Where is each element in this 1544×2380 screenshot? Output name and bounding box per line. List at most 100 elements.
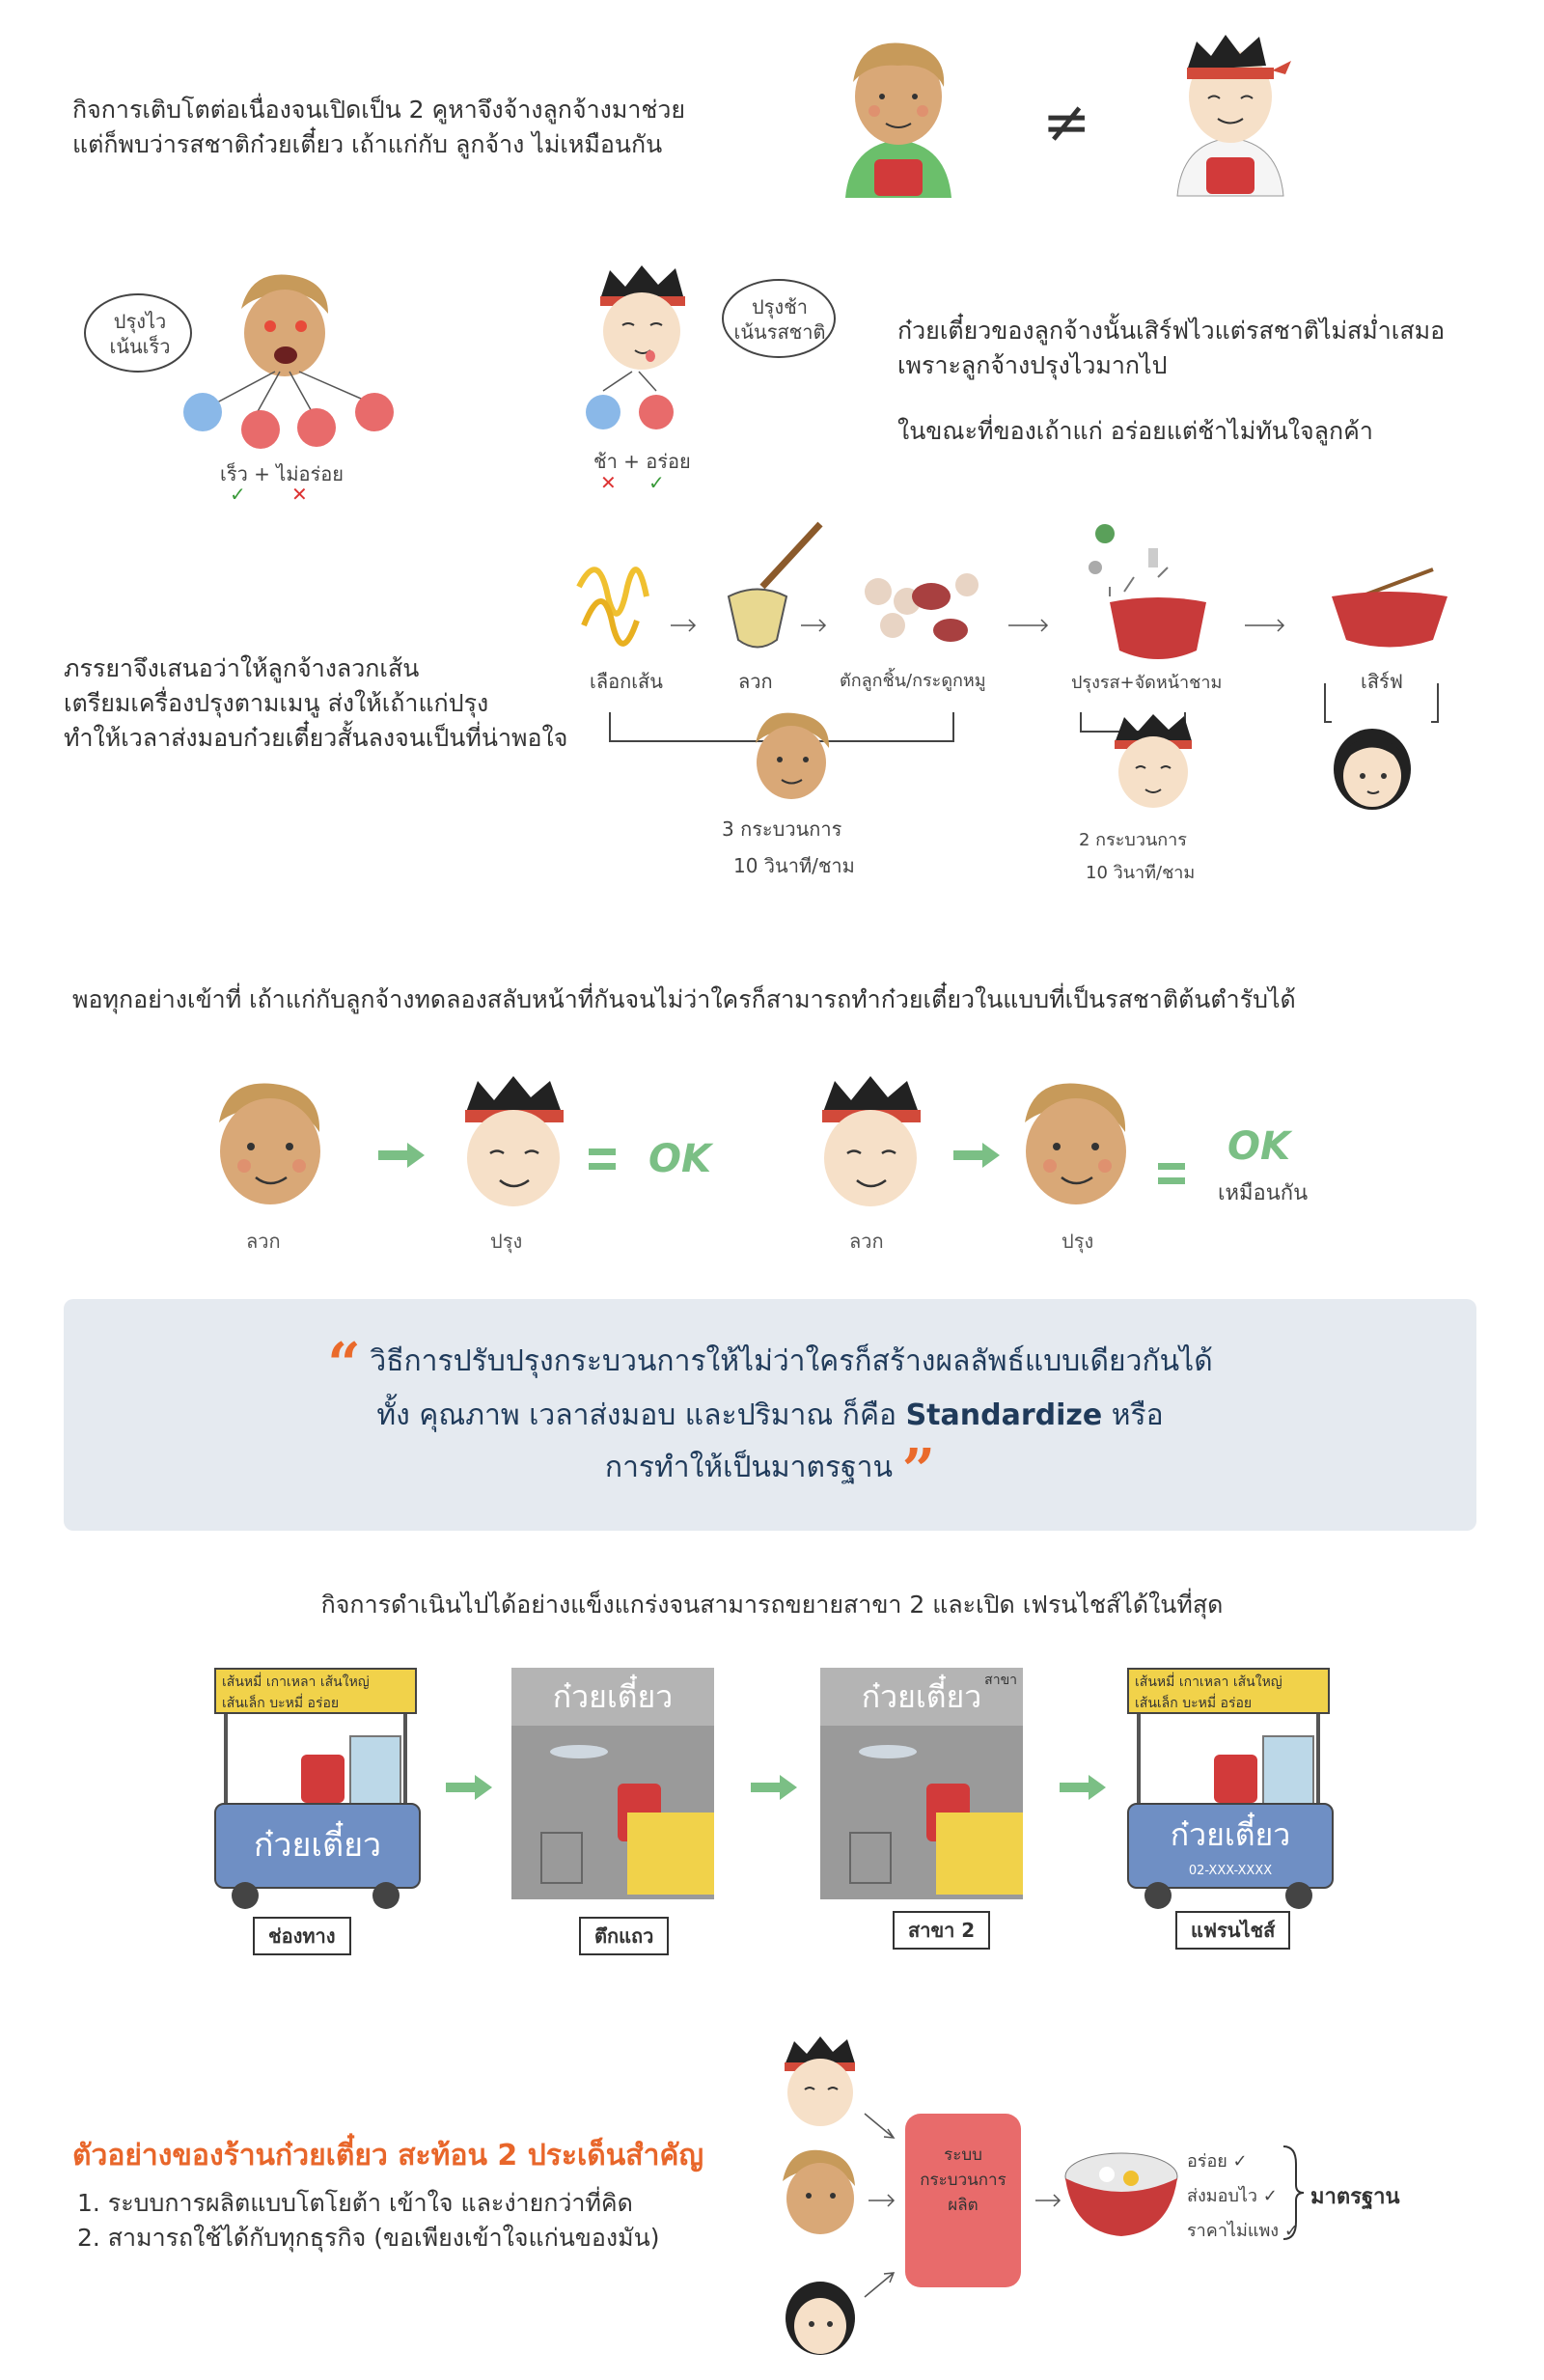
ok-label-2: OK bbox=[1227, 1124, 1290, 1169]
swap-label-2b: ปรุง bbox=[1062, 1230, 1094, 1253]
worker-bubble-line-1: ปรุงช้า bbox=[751, 295, 808, 318]
cross-icon-2: ✕ bbox=[600, 471, 617, 494]
boss-angry-face-icon bbox=[241, 274, 328, 376]
desc-line-1: ก๋วยเตี๋ยวของลูกจ้างนั้นเสิร์ฟไวแต่รสชาต… bbox=[897, 317, 1446, 345]
franchise-menu-item: เกาเหลา bbox=[1178, 1674, 1229, 1690]
cart-menu-item: เส้นใหญ่ bbox=[319, 1674, 370, 1690]
franchise-sign: ก๋วยเตี๋ยว 02-XXX-XXXX bbox=[1127, 1803, 1334, 1889]
franchise-menu-board: เส้นหมี่ เกาเหลา เส้นใหญ่ เส้นเล็ก บะหมี… bbox=[1127, 1668, 1330, 1714]
franchise-cart-illustration: เส้นหมี่ เกาเหลา เส้นใหญ่ เส้นเล็ก บะหมี… bbox=[1127, 1668, 1334, 1909]
result-fast: ส่งมอบไว ✓ bbox=[1187, 2186, 1278, 2206]
worker-bubble-text: ปรุงช้า เน้นรสชาติ bbox=[731, 294, 828, 345]
system-box-line-3: ผลิต bbox=[948, 2196, 979, 2215]
served-bowl-icon bbox=[1332, 567, 1448, 648]
franchise-label: แฟรนไชส์ bbox=[1175, 1911, 1291, 1950]
open-quote-icon: “ bbox=[327, 1331, 361, 1398]
step-1-label: เลือกเส้น bbox=[590, 670, 663, 693]
boss-bubble-line-1: ปรุงไว bbox=[113, 310, 167, 333]
cart-menu-item: อร่อย bbox=[307, 1696, 340, 1711]
result-brace bbox=[1282, 2145, 1305, 2240]
boss-with-bowl-illustration bbox=[845, 42, 951, 198]
step-3-label: ตักลูกชิ้น/กระดูกหมู bbox=[840, 671, 986, 691]
worker-face-swap-icon-1 bbox=[465, 1076, 564, 1206]
step-5-label: เสิร์ฟ bbox=[1361, 670, 1403, 693]
swap-text: พอทุกอย่างเข้าที่ เถ้าแก่กับลูกจ้างทดลอง… bbox=[72, 985, 1296, 1013]
standardize-quote-box: “ วิธีการปรับปรุงกระบวนการให้ไม่ว่าใครก็… bbox=[64, 1299, 1476, 1531]
boss-bubble-line-2: เน้นเร็ว bbox=[109, 335, 171, 358]
shophouse-label: ตึกแถว bbox=[579, 1917, 670, 1955]
noodle-bowl-result-icon bbox=[1064, 2152, 1178, 2236]
solution-line-1: ภรรยาจึงเสนอว่าให้ลูกจ้างลวกเส้น bbox=[64, 654, 420, 682]
cross-icon: ✕ bbox=[291, 483, 308, 506]
desc-line-2: เพราะลูกจ้างปรุงไวมากไป bbox=[897, 351, 1168, 379]
solution-text: ภรรยาจึงเสนอว่าให้ลูกจ้างลวกเส้น เตรียมเ… bbox=[64, 651, 567, 756]
desc-line-3: ในขณะที่ของเถ้าแก่ อร่อยแต่ช้าไม่ทันใจลู… bbox=[897, 417, 1373, 445]
grouping-brackets bbox=[609, 683, 1439, 742]
solution-line-3: ทำให้เวลาส่งมอบก๋วยเตี๋ยวสั้นลงจนเป็นที่… bbox=[64, 724, 568, 752]
quote-line-2: ทั้ง คุณภาพ เวลาส่งมอบ และปริมาณ ก็คือ S… bbox=[64, 1392, 1476, 1440]
branch-2-illustration: ก๋วยเตี๋ยว สาขา bbox=[820, 1668, 1023, 1899]
group-1-processes: 3 กระบวนการ bbox=[722, 817, 842, 841]
franchise-phone: 02-XXX-XXXX bbox=[1188, 1864, 1273, 1878]
worker-bubble-line-2: เน้นรสชาติ bbox=[733, 320, 826, 344]
comparison-description: ก๋วยเตี๋ยวของลูกจ้างนั้นเสิร์ฟไวแต่รสชาต… bbox=[897, 314, 1445, 449]
quote-line-3-text: การทำให้เป็นมาตรฐาน bbox=[604, 1451, 894, 1484]
franchise-menu-item: เส้นใหญ่ bbox=[1232, 1674, 1282, 1690]
swap-label-1a: ลวก bbox=[246, 1230, 281, 1253]
system-box-text: ระบบ กระบวนการ ผลิต bbox=[905, 2143, 1021, 2218]
system-box-line-2: กระบวนการ bbox=[920, 2171, 1006, 2190]
franchise-menu-item: เส้นเล็ก bbox=[1135, 1696, 1178, 1711]
summary-title: ตัวอย่างของร้านก๋วยเตี๋ยว สะท้อน 2 ประเด… bbox=[72, 2139, 704, 2172]
not-equal-sign: ≠ bbox=[1042, 89, 1091, 156]
cart-sign: ก๋วยเตี๋ยว bbox=[214, 1803, 421, 1889]
branch-label: สาขา 2 bbox=[893, 1911, 991, 1950]
channel-label: ช่องทาง bbox=[253, 1917, 351, 1955]
expansion-title: กิจการดำเนินไปได้อย่างแข็งแกร่งจนสามารถข… bbox=[320, 1591, 1224, 1619]
boss-face-swap-icon-2 bbox=[1025, 1083, 1126, 1204]
shophouse-sign: ก๋วยเตี๋ยว bbox=[511, 1668, 714, 1726]
noodles-icon bbox=[576, 567, 649, 647]
shophouse-illustration: ก๋วยเตี๋ยว bbox=[511, 1668, 714, 1899]
meatballs-icon bbox=[865, 573, 979, 642]
cart-menu-board: เส้นหมี่ เกาเหลา เส้นใหญ่ เส้นเล็ก บะหมี… bbox=[214, 1668, 417, 1714]
green-arrow-icon-1 bbox=[378, 1143, 425, 1168]
cart-menu-item: เส้นหมี่ bbox=[222, 1674, 262, 1690]
step-2-label: ลวก bbox=[738, 670, 773, 693]
intro-text: กิจการเติบโตต่อเนื่องจนเปิดเป็น 2 คูหาจึ… bbox=[72, 93, 685, 162]
green-arrow-icon-3 bbox=[446, 1775, 492, 1800]
green-arrow-icon-4 bbox=[751, 1775, 797, 1800]
franchise-menu-item: เส้นหมี่ bbox=[1135, 1674, 1175, 1690]
result-cheap: ราคาไม่แพง ✓ bbox=[1187, 2221, 1299, 2241]
system-inputs-illustration bbox=[783, 2036, 1062, 2355]
group-2-time: 10 วินาที/ชาม bbox=[1086, 863, 1196, 883]
franchise-menu-item: อร่อย bbox=[1220, 1696, 1253, 1711]
street-cart-illustration: เส้นหมี่ เกาเหลา เส้นใหญ่ เส้นเล็ก บะหมี… bbox=[214, 1668, 421, 1909]
equals-sign-1 bbox=[589, 1148, 616, 1170]
worker-with-bowl-illustration bbox=[1176, 35, 1291, 197]
swap-label-2a: ลวก bbox=[849, 1230, 884, 1253]
boss-speech-bubble bbox=[84, 293, 192, 373]
franchise-sign-text: ก๋วยเตี๋ยว bbox=[1170, 1816, 1291, 1853]
group-2-processes: 2 กระบวนการ bbox=[1079, 830, 1187, 850]
worker-tasting-face-icon bbox=[600, 265, 685, 370]
summary-item-2: 2. สามารถใช้ได้กับทุกธุรกิจ (ขอเพียงเข้า… bbox=[77, 2224, 660, 2252]
check-icon-2: ✓ bbox=[648, 471, 665, 494]
boss-caption: เร็ว + ไม่อร่อย bbox=[220, 462, 345, 485]
result-tasty: อร่อย ✓ bbox=[1187, 2151, 1248, 2172]
solution-line-2: เตรียมเครื่องปรุงตามเมนู ส่งให้เถ้าแก่ปร… bbox=[64, 689, 489, 717]
summary-list: 1. ระบบการผลิตแบบโตโยต้า เข้าใจ และง่ายก… bbox=[77, 2186, 659, 2255]
step-4-label: ปรุงรส+จัดหน้าชาม bbox=[1071, 673, 1223, 693]
boss-bubble-text: ปรุงไว เน้นเร็ว bbox=[96, 309, 183, 359]
group-1-time: 10 วินาที/ชาม bbox=[733, 854, 855, 877]
seasoning-bowl-icon bbox=[1089, 524, 1206, 659]
boss-result-faces bbox=[183, 393, 394, 449]
green-arrow-icon-5 bbox=[1060, 1775, 1106, 1800]
branch-tag: สาขา bbox=[984, 1673, 1017, 1688]
boss-result-arrows bbox=[202, 371, 377, 416]
customer-girl-face-icon bbox=[1334, 729, 1411, 810]
process-flow-illustration bbox=[576, 521, 1448, 659]
cart-menu-item: เกาเหลา bbox=[265, 1674, 317, 1690]
worker-speech-bubble bbox=[722, 279, 836, 358]
quote-keyword: Standardize bbox=[905, 1398, 1103, 1432]
close-quote-icon: ” bbox=[901, 1437, 936, 1505]
